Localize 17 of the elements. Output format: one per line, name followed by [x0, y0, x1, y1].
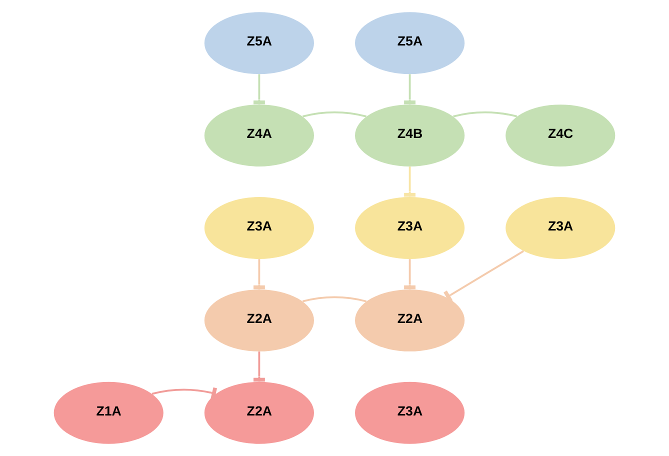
- connector: [302, 296, 367, 302]
- node-ellipse: Z4C: [506, 104, 616, 167]
- connector: [152, 387, 218, 400]
- node-ellipse: Z3A: [506, 197, 616, 259]
- connector: [453, 111, 518, 118]
- node-ellipse: Z4B: [355, 104, 465, 167]
- node-ellipse: Z5A: [355, 12, 465, 74]
- node-ellipse: Z4A: [204, 104, 314, 167]
- connector: [302, 111, 367, 118]
- node-ellipse: Z5A: [204, 12, 314, 74]
- node-ellipse: Z3A: [355, 382, 465, 444]
- node-ellipse: Z2A: [204, 382, 314, 444]
- node-ellipse: Z1A: [54, 382, 164, 444]
- connector: [444, 250, 524, 302]
- node-ellipse: Z3A: [204, 197, 314, 259]
- node-ellipse: Z3A: [355, 197, 465, 259]
- node-ellipse: Z2A: [204, 289, 314, 352]
